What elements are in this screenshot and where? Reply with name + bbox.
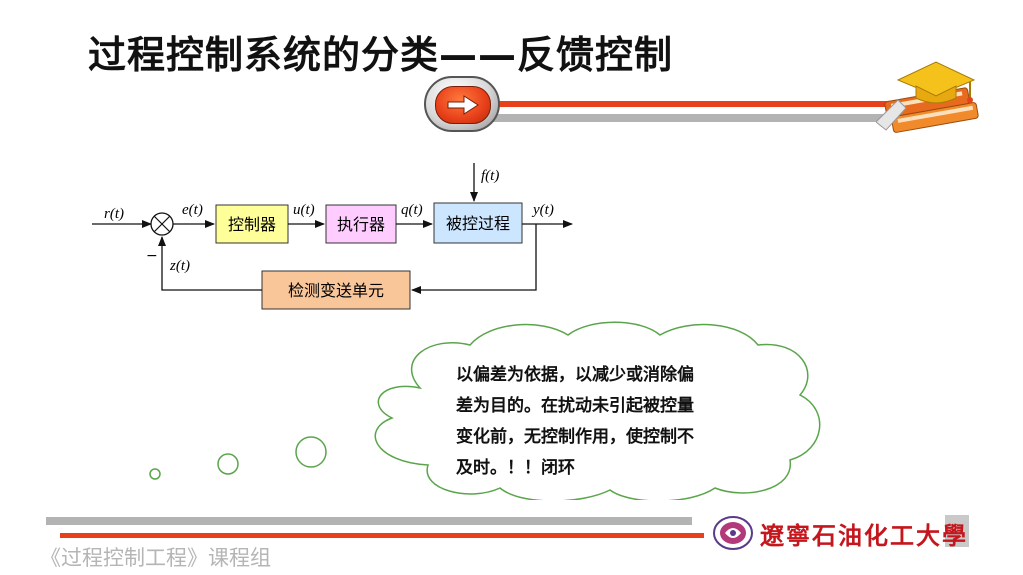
note-line: 变化前，无控制作用，使控制不 (456, 427, 694, 447)
arrow-right-icon (435, 86, 491, 124)
note-line: 及时。！！闭环 (456, 458, 575, 478)
feedback-path-left (158, 236, 262, 291)
header-gray-bar (488, 114, 884, 122)
university-name: 遼寧石油化工大學 (760, 521, 968, 550)
cloud-bubble-medium (217, 453, 239, 475)
cloud-outline (374, 321, 821, 500)
thought-cloud (149, 321, 821, 500)
signal-q-label: q(t) (401, 202, 423, 218)
feedback-block-diagram: r(t) − e(t) 控制器 u(t) 执行器 q(t) 被控过程 f(t) … (92, 163, 573, 310)
next-arrow-button[interactable] (424, 76, 500, 132)
cloud-note: 以偏差为依据，以减少或消除偏 差为目的。在扰动未引起被控量 变化前，无控制作用，… (456, 360, 756, 484)
university-logo (713, 516, 753, 550)
signal-y-label: y(t) (531, 202, 554, 218)
signal-r-label: r(t) (104, 206, 124, 222)
header-red-bar (488, 101, 888, 107)
signal-u-label: u(t) (293, 202, 315, 218)
cloud-bubble-large (295, 436, 327, 468)
signal-e-label: e(t) (182, 202, 203, 218)
summing-junction (150, 212, 174, 236)
sensor-block (261, 270, 411, 310)
signal-f-label: f(t) (481, 168, 499, 184)
actuator-label: 执行器 (337, 215, 385, 234)
controller-label: 控制器 (228, 215, 276, 234)
sensor-label: 检测变送单元 (288, 281, 384, 300)
note-line: 差为目的。在扰动未引起被控量 (456, 396, 694, 416)
note-line: 以偏差为依据，以减少或消除偏 (456, 365, 694, 385)
signal-z-label: z(t) (169, 258, 190, 274)
feedback-path-right (411, 224, 537, 294)
course-name: 《过程控制工程》课程组 (40, 546, 271, 570)
process-block (433, 202, 523, 244)
footer-gray-bar (46, 517, 692, 525)
books-graduation-cap-icon (876, 61, 979, 133)
header-decoration (488, 101, 888, 122)
cloud-bubble-small (149, 468, 161, 480)
footer-red-bar (60, 533, 704, 538)
controller-block (215, 204, 289, 244)
process-label: 被控过程 (446, 214, 510, 233)
minus-sign: − (146, 248, 158, 264)
slide-title: 过程控制系统的分类——反馈控制 (88, 33, 674, 77)
